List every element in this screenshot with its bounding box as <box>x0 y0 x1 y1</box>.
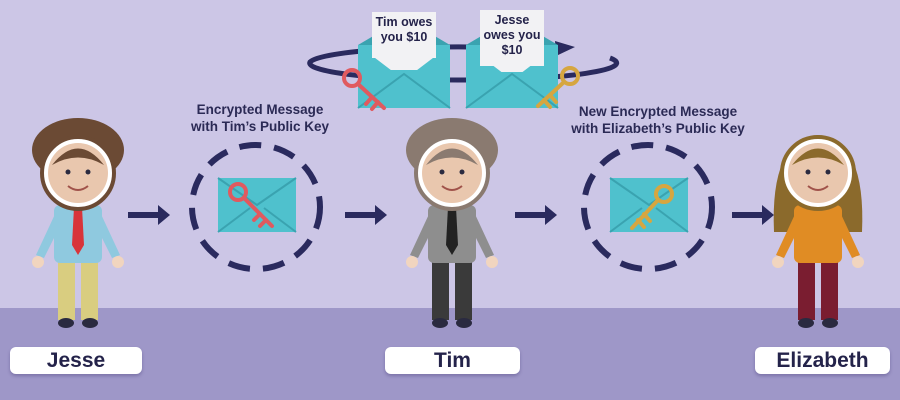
name-jesse: Jesse <box>10 347 142 374</box>
arrow-right-icon <box>515 205 557 225</box>
rotate-arrow-icon <box>555 41 575 56</box>
encrypted-message-1 <box>189 142 323 272</box>
person-icon <box>32 118 124 328</box>
person-icon <box>772 135 864 328</box>
people <box>32 118 864 328</box>
arrow-right-icon <box>732 205 774 225</box>
encrypted-message-label: Encrypted Message with Tim’s Public Key <box>190 102 330 134</box>
person-icon <box>406 118 498 328</box>
name-elizabeth: Elizabeth <box>755 347 890 374</box>
key-icon <box>630 184 674 230</box>
encrypted-message-2 <box>581 142 715 272</box>
arrow-right-icon <box>345 205 387 225</box>
arrow-right-icon <box>128 205 170 225</box>
note-tim-owes: Tim owes you $10 <box>372 12 436 58</box>
note-jesse-owes: Jesse owes you $10 <box>480 10 544 66</box>
key-icon <box>342 68 386 111</box>
key-icon <box>536 66 580 109</box>
new-encrypted-message-label: New Encrypted Message with Elizabeth’s P… <box>571 104 745 136</box>
name-tim: Tim <box>385 347 520 374</box>
key-icon <box>228 182 274 228</box>
